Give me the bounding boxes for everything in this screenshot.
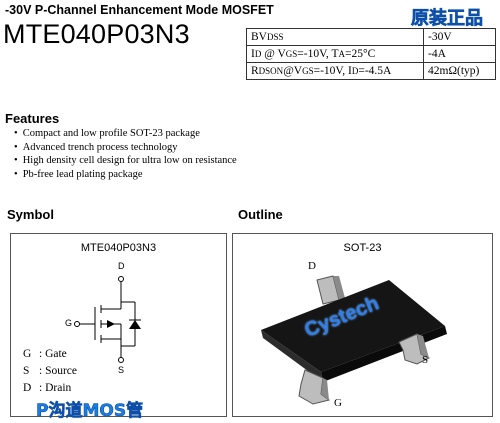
spec-value: -30V	[423, 28, 496, 46]
outline-box: SOT-23 Cystech D S G	[232, 233, 493, 417]
outline-pin-g: G	[334, 397, 342, 409]
symbol-box: MTE040P03N3	[10, 233, 227, 417]
spec-param: RDSON@VGS=-10V, ID=-4.5A	[246, 62, 424, 80]
mosfet-symbol-diagram	[74, 276, 141, 363]
sot23-package-drawing	[261, 275, 447, 405]
outline-box-title: SOT-23	[343, 242, 382, 254]
table-row: RDSON@VGS=-10V, ID=-4.5A 42mΩ(typ)	[246, 62, 496, 80]
legend-row: G: Gate	[23, 348, 67, 360]
part-number-title: MTE040P03N3	[3, 19, 190, 49]
legend-row: S: Source	[23, 365, 78, 377]
genuine-stamp: 原装正品	[411, 8, 484, 30]
spec-value: -4A	[423, 45, 496, 63]
outline-pin-d: D	[308, 260, 316, 272]
symbol-heading: Symbol	[7, 207, 54, 222]
list-item: High density cell design for ultra low o…	[14, 154, 237, 168]
p-channel-stamp: P沟道MOS管	[36, 401, 144, 422]
spec-param: ID @ VGS=-10V, TA=25°C	[246, 45, 424, 63]
outline-heading: Outline	[238, 207, 283, 222]
symbol-pin-d: D	[118, 261, 125, 271]
channel-arrow-icon	[107, 320, 115, 328]
table-row: ID @ VGS=-10V, TA=25°C -4A	[246, 45, 496, 63]
table-row: BVDSS -30V	[246, 28, 496, 46]
symbol-pin-g: G	[65, 318, 73, 328]
list-item: Advanced trench process technology	[14, 141, 237, 155]
symbol-pin-s: S	[118, 365, 125, 375]
features-list: Compact and low profile SOT-23 package A…	[14, 127, 237, 181]
list-item: Compact and low profile SOT-23 package	[14, 127, 237, 141]
pin-legend: G: Gate S: Source D: Drain	[23, 346, 77, 397]
symbol-box-title: MTE040P03N3	[80, 242, 157, 254]
legend-row: D: Drain	[23, 382, 72, 394]
diode-icon	[129, 320, 141, 329]
outline-pin-s: S	[422, 354, 429, 366]
spec-table: BVDSS -30V ID @ VGS=-10V, TA=25°C -4A RD…	[246, 28, 496, 80]
spec-param: BVDSS	[246, 28, 424, 46]
page-subtitle: -30V P-Channel Enhancement Mode MOSFET	[5, 3, 274, 17]
features-heading: Features	[5, 111, 60, 126]
list-item: Pb-free lead plating package	[14, 168, 237, 182]
spec-value: 42mΩ(typ)	[423, 62, 496, 80]
